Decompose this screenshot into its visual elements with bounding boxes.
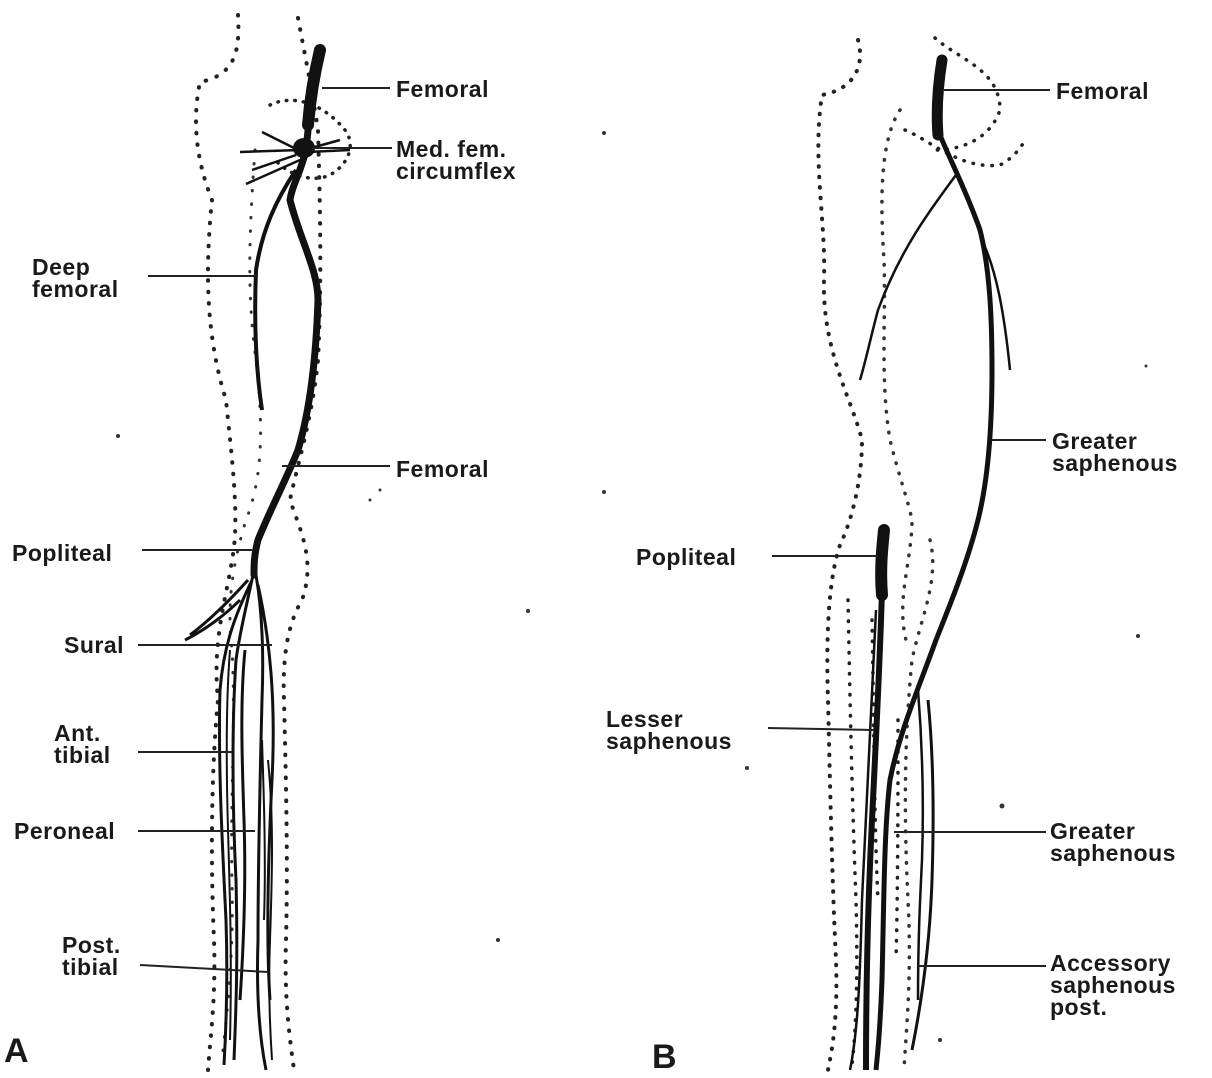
panel-label-a: A <box>4 1032 29 1071</box>
label-greater-saphenous-upper-b: Greater saphenous <box>1052 430 1178 474</box>
label-femoral-mid-a: Femoral <box>396 458 489 480</box>
panel-label-b: B <box>652 1038 677 1077</box>
label-greater-saphenous-lower-b: Greater saphenous <box>1050 820 1176 864</box>
panel-b-leaders <box>768 90 1050 966</box>
panel-b-drawing <box>818 38 1025 1070</box>
label-deep-femoral-a: Deep femoral <box>32 256 119 300</box>
leg-outline-a-right <box>284 18 321 1070</box>
leader-post-tibial-a <box>140 965 268 972</box>
label-accessory-saphenous-post-b: Accessory saphenous post. <box>1050 952 1176 1018</box>
femoral-vein-b <box>937 60 942 135</box>
groin-dots-b <box>905 38 1025 166</box>
label-med-fem-circumflex-a: Med. fem. circumflex <box>396 138 516 182</box>
label-post-tibial-a: Post. tibial <box>62 934 121 978</box>
panel-a-drawing <box>185 15 350 1070</box>
label-femoral-top-a: Femoral <box>396 78 489 100</box>
label-femoral-b: Femoral <box>1056 80 1149 102</box>
label-popliteal-a: Popliteal <box>12 542 112 564</box>
femoral-vein-a-upper-thick <box>308 50 320 125</box>
label-ant-tibial-a: Ant. tibial <box>54 722 111 766</box>
leg-outline-a-left <box>196 15 238 1070</box>
label-popliteal-b: Popliteal <box>636 546 736 568</box>
label-sural-a: Sural <box>64 634 124 656</box>
leader-lesser-saphenous-b <box>768 728 874 730</box>
label-lesser-saphenous-b: Lesser saphenous <box>606 708 732 752</box>
popliteal-vein-b <box>881 530 884 595</box>
label-peroneal-a: Peroneal <box>14 820 115 842</box>
